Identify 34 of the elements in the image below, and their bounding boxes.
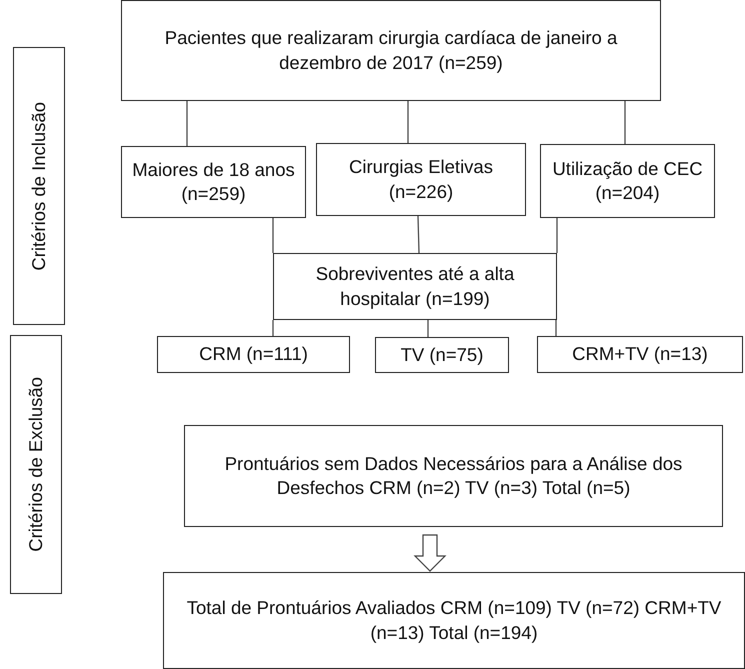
side-label-box — [13, 47, 65, 325]
box-text: Critérios de Inclusão — [26, 102, 50, 270]
connector-line — [407, 101, 409, 143]
box-text: Pacientes que realizaram cirurgia cardíaca de janeiro a dezembro de 2017 (n=259) — [164, 26, 618, 75]
box-text: Utilização de CEC (n=204) — [551, 156, 704, 205]
connector-line — [556, 218, 558, 253]
process-box — [121, 146, 306, 218]
process-box — [157, 336, 350, 373]
process-box — [375, 337, 509, 373]
process-box — [184, 425, 723, 527]
box-text: CRM+TV (n=13) — [571, 342, 709, 366]
box-text: Critérios de Exclusão — [24, 377, 47, 552]
connector-line — [272, 218, 274, 253]
process-box — [316, 143, 526, 216]
process-box — [540, 144, 715, 218]
process-box — [537, 336, 743, 373]
connector-line — [427, 320, 429, 337]
connector-line — [555, 320, 557, 336]
connector-line — [624, 101, 626, 144]
connector-line — [272, 320, 274, 336]
box-text: Total de Prontuários Avaliados CRM (n=109) TV (n=72) CRM+TV (n=13) Total (n=194) — [186, 596, 722, 645]
process-box — [121, 0, 661, 101]
side-label-box — [10, 335, 62, 594]
box-text: Cirurgias Eletivas (n=226) — [348, 155, 494, 204]
process-box — [273, 253, 557, 320]
block-arrow — [414, 534, 446, 572]
box-text: CRM (n=111) — [198, 342, 309, 366]
box-text: Prontuários sem Dados Necessários para a Análise dos Desfechos CRM (n=2) TV (n=3) Total (n=5) — [224, 452, 684, 500]
connector-line — [417, 216, 420, 254]
box-text: TV (n=75) — [400, 342, 484, 367]
box-text: Sobreviventes até a alta hospitalar (n=199) — [314, 262, 516, 311]
process-box — [163, 572, 745, 669]
connector-line — [186, 101, 188, 146]
box-text: Maiores de 18 anos (n=259) — [131, 158, 296, 206]
